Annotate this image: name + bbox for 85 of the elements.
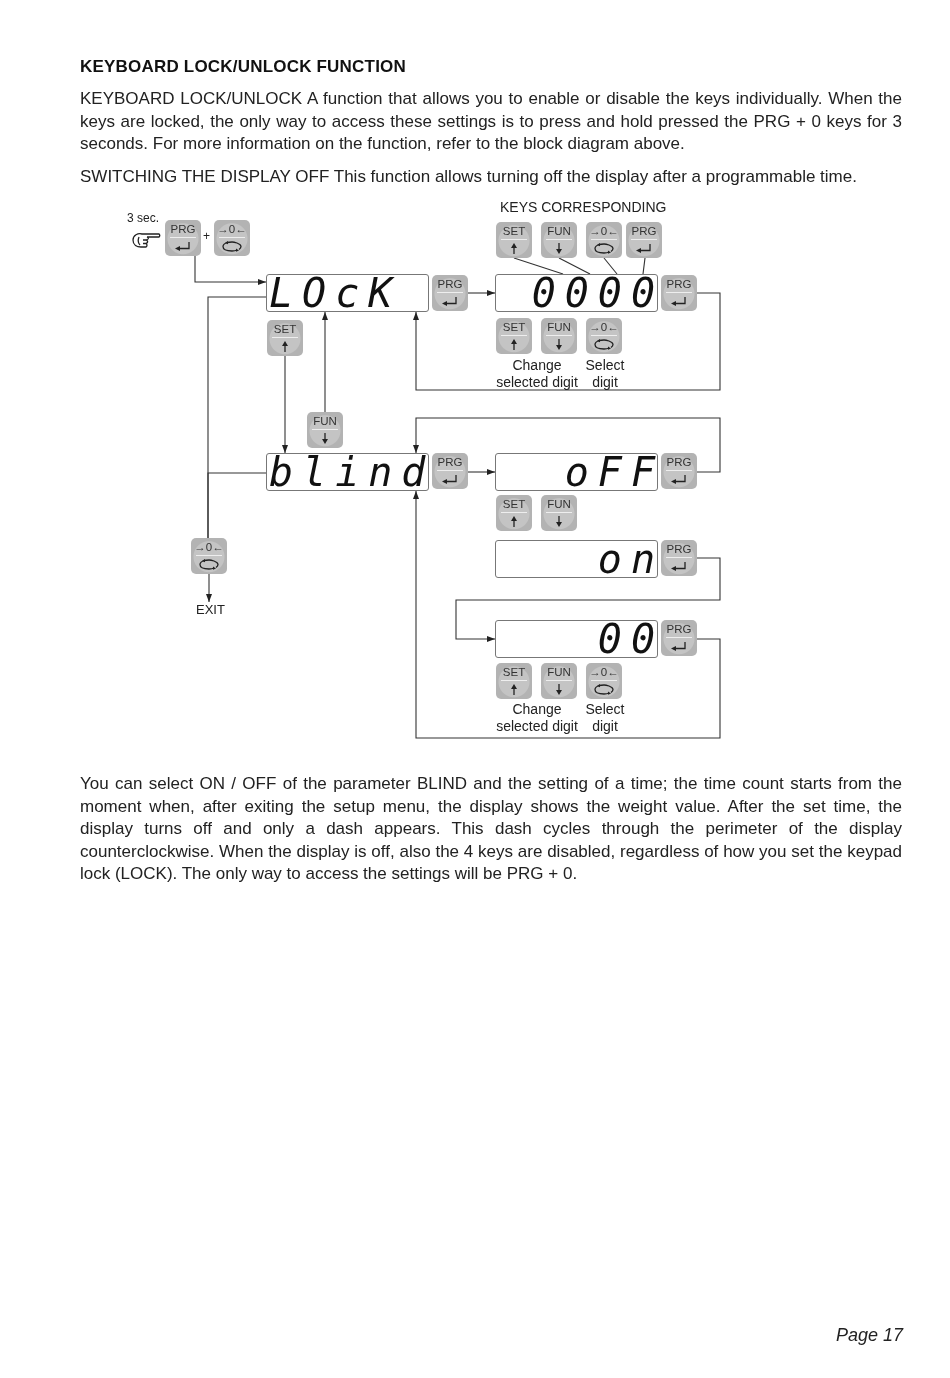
key-label: PRG — [436, 278, 464, 291]
arrow — [467, 469, 496, 475]
lcd-display — [495, 274, 658, 312]
arrow — [322, 311, 328, 413]
keypad-key — [432, 453, 468, 489]
display-readout: 0000 — [531, 272, 664, 314]
lcd-display — [495, 620, 658, 658]
key-label: FUN — [312, 415, 338, 428]
keypad-key — [541, 663, 577, 699]
keypad-key — [307, 412, 343, 448]
key-caption: Change selected digit — [495, 701, 579, 734]
key-label: SET — [501, 666, 527, 679]
arrow — [413, 292, 721, 391]
page-number: Page 17 — [834, 1325, 903, 1346]
keypad-key — [661, 540, 697, 576]
key-label: PRG — [630, 225, 658, 238]
arrow — [194, 255, 267, 285]
key-label: SET — [501, 225, 527, 238]
keypad-key — [191, 538, 227, 574]
display-readout: blind — [269, 451, 435, 493]
key-label: PRG — [169, 223, 197, 236]
keys-caption: KEYS CORRESPONDING — [500, 199, 667, 215]
key-label: PRG — [665, 278, 693, 291]
keypad-key — [661, 620, 697, 656]
lcd-display — [495, 540, 658, 578]
keypad-key — [214, 220, 250, 256]
arrow — [455, 557, 721, 642]
keypad-key — [496, 222, 532, 258]
keypad-key — [432, 275, 468, 311]
key-label: FUN — [546, 225, 572, 238]
arrow — [413, 490, 721, 739]
keypad-key — [661, 453, 697, 489]
keypad-key — [626, 222, 662, 258]
display-readout: LOcK — [269, 272, 402, 314]
keypad-key — [661, 275, 697, 311]
arrow — [413, 417, 721, 473]
keypad-key — [586, 318, 622, 354]
keypad-key — [496, 663, 532, 699]
key-label: FUN — [546, 321, 572, 334]
display-readout: on — [597, 538, 664, 580]
paragraph: You can select ON / OFF of the parameter BLIND and the setting of a time; the time count starts from the moment when, after exiting the setup menu, the display shows the weight value. After the set time, the display turns off and only a dash appears. This dash cycles through the perimeter of the display counterclockwise. When the display is off, also the 4 keys are disabled, regardless of how you set the keypad lock (LOCK). The only way to access the settings will be PRG + 0. — [80, 773, 902, 885]
key-label: FUN — [546, 498, 572, 511]
connector-line — [513, 257, 564, 275]
time-note: 3 sec. — [127, 211, 159, 225]
connector-line — [558, 257, 591, 275]
arrow — [467, 290, 496, 296]
lcd-display — [495, 453, 658, 491]
key-label: PRG — [436, 456, 464, 469]
key-label: SET — [501, 321, 527, 334]
keypad-key — [541, 318, 577, 354]
connector-line — [603, 257, 618, 275]
key-label: →0← — [216, 223, 248, 236]
arrow — [282, 355, 288, 454]
key-label: PRG — [665, 623, 693, 636]
key-label: →0← — [588, 666, 620, 679]
key-label: →0← — [588, 321, 620, 334]
key-caption: Change selected digit — [495, 357, 579, 390]
key-caption: Select digit — [584, 701, 626, 734]
keypad-key — [541, 495, 577, 531]
plus-sign: + — [203, 229, 210, 243]
key-label: SET — [272, 323, 298, 336]
key-label: PRG — [665, 456, 693, 469]
arrow — [206, 573, 212, 603]
display-readout: oFF — [564, 451, 664, 493]
connector-line — [642, 257, 646, 275]
keypad-key — [586, 222, 622, 258]
keypad-key — [541, 222, 577, 258]
display-readout: 00 — [597, 618, 664, 660]
keypad-key — [267, 320, 303, 356]
paragraph: SWITCHING THE DISPLAY OFF This function allows turning off the display after a programmable time. — [80, 166, 858, 188]
keypad-key — [496, 495, 532, 531]
exit-label: EXIT — [196, 602, 225, 617]
connector-line — [207, 472, 267, 539]
key-label: PRG — [665, 543, 693, 556]
key-label: SET — [501, 498, 527, 511]
keypad-key — [586, 663, 622, 699]
paragraph: KEYBOARD LOCK/UNLOCK A function that allows you to enable or disable the keys individually. When the keys are locked, the only way to access these settings is to press and hold pressed the PRG + 0 keys for 3 seconds. For more information on the function, refer to the block diagram above. — [80, 88, 902, 155]
key-label: →0← — [193, 541, 225, 554]
key-caption: Select digit — [584, 357, 626, 390]
section-heading: KEYBOARD LOCK/UNLOCK FUNCTION — [80, 57, 406, 77]
keypad-key — [165, 220, 201, 256]
key-label: →0← — [588, 225, 620, 238]
key-label: FUN — [546, 666, 572, 679]
keypad-key — [496, 318, 532, 354]
lcd-display — [266, 274, 429, 312]
